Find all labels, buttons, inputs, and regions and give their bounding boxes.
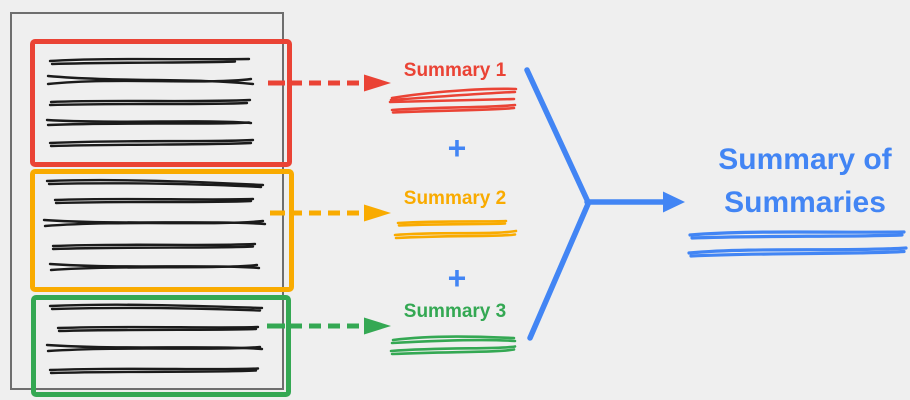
final-summary-title-line1: Summary of (718, 143, 892, 176)
final-summary-title: Summary of Summaries (680, 138, 910, 224)
summary-2-label: Summary 2 (403, 188, 507, 209)
chunk-orange-text-scribbles (42, 178, 267, 272)
final-summary-scribble (687, 230, 908, 258)
summary-1-scribble (388, 87, 518, 114)
green-dashed-arrow (267, 317, 391, 335)
document-chunk-red (30, 39, 292, 167)
summary-1-label: Summary 1 (403, 60, 507, 81)
merge-arrow (524, 67, 685, 341)
plus-sign-1: + (447, 130, 467, 166)
summary-2-scribble (393, 219, 518, 240)
red-dashed-arrow (268, 74, 391, 92)
final-summary-title-line2: Summaries (724, 186, 886, 219)
summary-3-label: Summary 3 (403, 301, 507, 322)
orange-dashed-arrow (270, 204, 391, 222)
plus-sign-2: + (447, 260, 467, 296)
source-document-panel (10, 12, 294, 397)
summary-3-scribble (389, 335, 517, 356)
document-chunk-green (31, 295, 291, 397)
document-chunk-orange (30, 169, 294, 292)
chunk-red-text-scribbles (45, 57, 255, 148)
chunk-green-text-scribbles (45, 303, 264, 375)
